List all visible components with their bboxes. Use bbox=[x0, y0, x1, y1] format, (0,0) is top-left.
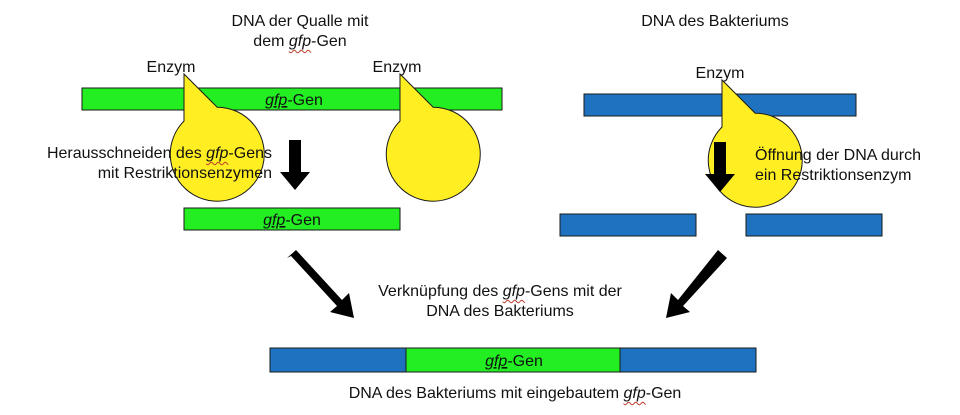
result-gene-label: gfp-Gen bbox=[485, 353, 543, 370]
jellyfish-dna-title-line2: dem gfp-Gen bbox=[253, 33, 347, 50]
opened-bacterium-dna-left bbox=[559, 213, 697, 237]
result-bacterium-dna-left bbox=[269, 347, 409, 373]
enzyme-left: Enzym bbox=[147, 59, 265, 202]
enzyme-right-label: Enzym bbox=[373, 59, 422, 76]
arrow-diagonal-left bbox=[287, 250, 354, 318]
enzyme-left-shape bbox=[169, 72, 265, 202]
arrow-down-right bbox=[705, 142, 735, 192]
cut-gene-label: gfp-Gen bbox=[263, 212, 321, 229]
bacterium-dna-title: DNA des Bakteriums bbox=[641, 13, 789, 30]
enzyme-right: Enzym bbox=[373, 59, 481, 202]
join-step-caption: Verknüpfung des gfp-Gens mit der DNA des… bbox=[378, 283, 622, 320]
enzyme-left-label: Enzym bbox=[147, 59, 196, 76]
result-caption: DNA des Bakteriums mit eingebautem gfp-G… bbox=[348, 385, 682, 402]
open-step-caption: Öffnung der DNA durch ein Restriktionsen… bbox=[755, 147, 922, 184]
cut-gfp-gene bbox=[183, 207, 401, 231]
enzyme-bacterium-label: Enzym bbox=[696, 65, 745, 82]
jellyfish-dna-left-segment bbox=[81, 87, 185, 111]
jellyfish-dna-title: DNA der Qualle mit dem gfp-Gen bbox=[190, 12, 410, 52]
jellyfish-dna-title-line1: DNA der Qualle mit bbox=[231, 13, 369, 30]
arrow-down-left bbox=[280, 140, 310, 190]
result-bacterium-dna-right bbox=[619, 347, 757, 373]
jellyfish-gene-label: gfp-Gen bbox=[265, 92, 323, 109]
arrow-diagonal-right bbox=[666, 250, 727, 318]
opened-bacterium-dna-right bbox=[745, 213, 883, 237]
cut-step-caption: Herausschneiden des gfp-Gens mit Restrik… bbox=[46, 145, 272, 182]
result-gfp-gene bbox=[405, 347, 623, 373]
enzyme-right-shape bbox=[385, 72, 481, 202]
bacterium-dna-left-segment bbox=[583, 93, 723, 117]
